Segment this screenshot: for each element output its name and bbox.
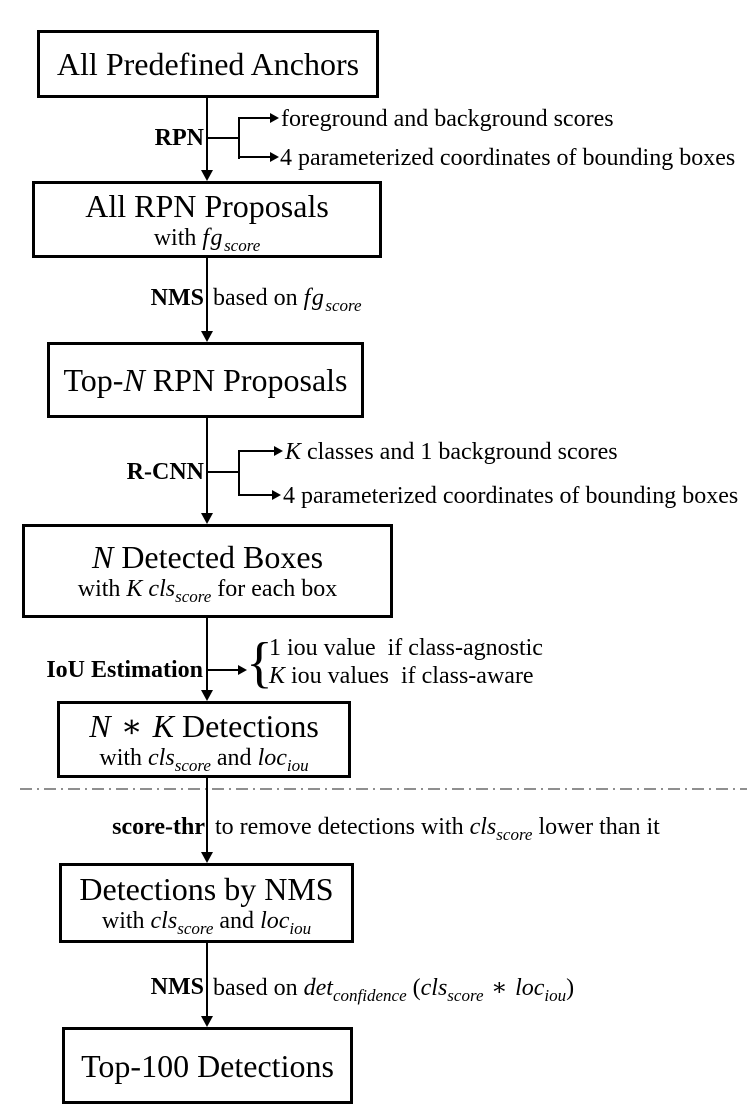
arrow-right-icon [270, 152, 279, 162]
rcnn-output-scores: K classes and 1 background scores [285, 439, 618, 465]
node-subtitle: with clsscore and lociou [101, 908, 312, 938]
arrow-down-icon [201, 1016, 213, 1027]
branch-stem-line [207, 669, 238, 671]
branch-stem-line [207, 471, 240, 473]
arrow-right-icon [270, 113, 279, 123]
edge-label-rcnn: R-CNN [126, 459, 204, 485]
arrow-down-icon [201, 513, 213, 524]
branch-bracket-line [238, 450, 240, 496]
edge-text-nms-det: based on detconfidence (clsscore ∗ locio… [213, 973, 575, 1005]
branch-top-line [238, 117, 270, 119]
rpn-output-scores: foreground and background scores [281, 106, 614, 132]
brace-icon: { [246, 632, 273, 694]
node-subtitle: with fgscore [153, 224, 261, 255]
arrow-down-icon [201, 852, 213, 863]
iou-case-aware: K iou values if class-aware [269, 663, 534, 689]
node-topn-rpn-proposals: Top-N RPN Proposals [47, 342, 364, 418]
node-title: Top-100 Detections [81, 1047, 334, 1084]
node-all-rpn-proposals: All RPN Proposals with fgscore [32, 181, 382, 258]
connector-line [206, 943, 208, 1016]
edge-label-rpn: RPN [154, 125, 204, 151]
rcnn-output-coordinates: 4 parameterized coordinates of bounding … [283, 483, 739, 509]
branch-stem-line [207, 137, 240, 139]
arrow-right-icon [272, 490, 281, 500]
connector-line [206, 258, 208, 331]
connector-line [206, 97, 208, 170]
iou-case-agnostic: 1 iou value if class-agnostic [269, 635, 543, 661]
edge-text-score-thr: to remove detections with clsscore lower… [215, 814, 660, 844]
node-top100-detections: Top-100 Detections [62, 1027, 353, 1104]
connector-line [206, 418, 208, 513]
rpn-output-coordinates: 4 parameterized coordinates of bounding … [280, 145, 736, 171]
edge-text-nms-fg: based on fgscore [213, 285, 362, 315]
branch-bottom-line [238, 494, 272, 496]
arrow-down-icon [201, 170, 213, 181]
node-detections-by-nms: Detections by NMS with clsscore and loci… [59, 863, 354, 943]
node-title: All RPN Proposals [85, 187, 329, 224]
edge-label-iou-estimation: IoU Estimation [46, 657, 203, 683]
connector-line [206, 778, 208, 852]
node-title: All Predefined Anchors [56, 46, 360, 82]
node-subtitle: with clsscore and lociou [99, 744, 309, 775]
node-subtitle: with K clsscore for each box [77, 576, 338, 606]
node-title: N Detected Boxes [91, 539, 324, 575]
node-title: Detections by NMS [79, 871, 334, 907]
node-nk-detections: N ∗ K Detections with clsscore and locio… [57, 701, 351, 778]
connector-line [206, 618, 208, 690]
dashed-divider-line [20, 788, 747, 790]
node-n-detected-boxes: N Detected Boxes with K clsscore for eac… [22, 524, 393, 618]
arrow-down-icon [201, 331, 213, 342]
edge-label-nms-fg: NMS [150, 285, 204, 311]
arrow-right-icon [274, 446, 283, 456]
branch-bracket-line [238, 117, 240, 159]
branch-bottom-line [238, 156, 270, 158]
node-all-predefined-anchors: All Predefined Anchors [37, 30, 379, 98]
branch-top-line [238, 450, 274, 452]
arrow-right-icon [238, 665, 247, 675]
edge-label-score-thr: score-thr [112, 814, 205, 840]
node-title: Top-N RPN Proposals [63, 362, 348, 398]
arrow-down-icon [201, 690, 213, 701]
node-title: N ∗ K Detections [89, 706, 319, 745]
edge-label-nms-det: NMS [150, 974, 204, 1000]
